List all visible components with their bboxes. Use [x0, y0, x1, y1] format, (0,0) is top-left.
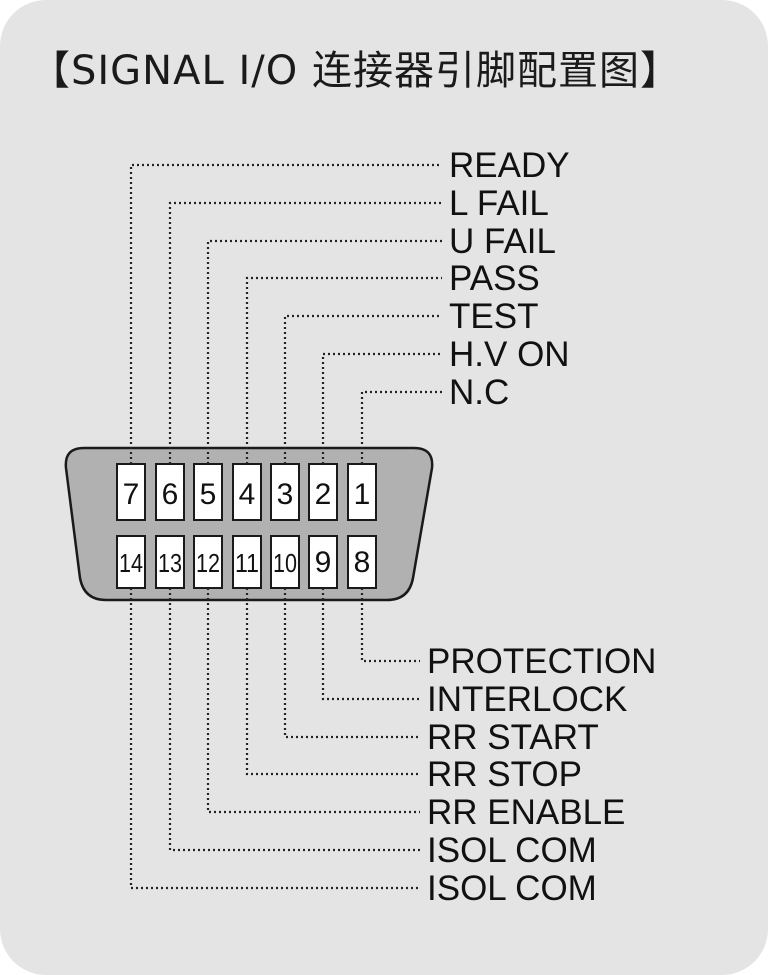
- pin-number-14: 14: [119, 548, 143, 578]
- lead-lines: [129, 163, 442, 890]
- lead-line-pin-11: [245, 588, 420, 776]
- signal-label-pin-14: ISOL COM: [427, 869, 597, 908]
- pin-number-1: 1: [354, 478, 371, 511]
- lead-line-pin-14: [129, 588, 420, 890]
- signal-label-pin-3: TEST: [449, 297, 538, 336]
- pin-number-8: 8: [354, 546, 371, 579]
- signal-label-pin-6: L FAIL: [449, 184, 549, 223]
- lead-line-pin-5: [206, 239, 442, 464]
- signal-label-pin-12: RR ENABLE: [427, 793, 625, 832]
- pin-number-9: 9: [315, 546, 332, 579]
- pin-number-11: 11: [235, 548, 259, 578]
- pin-number-5: 5: [200, 478, 217, 511]
- pin-box-12: [193, 535, 223, 589]
- signal-label-pin-7: READY: [449, 146, 570, 185]
- pin-box-2: [308, 463, 338, 521]
- lead-line-pin-6: [168, 201, 442, 464]
- pin-number-13: 13: [158, 548, 182, 578]
- lead-line-pin-10: [283, 588, 420, 739]
- pin-number-10: 10: [273, 548, 297, 578]
- pin-box-13: [155, 535, 185, 589]
- pin-number-2: 2: [315, 478, 332, 511]
- signal-label-pin-4: PASS: [449, 259, 540, 298]
- signal-label-pin-1: N.C: [449, 373, 509, 412]
- pin-number-6: 6: [162, 478, 179, 511]
- pin-box-14: [116, 535, 146, 589]
- signal-label-pin-13: ISOL COM: [427, 831, 597, 870]
- lead-line-pin-3: [283, 314, 442, 464]
- signal-label-pin-8: PROTECTION: [427, 642, 656, 681]
- pin-box-6: [155, 463, 185, 521]
- lead-line-pin-1: [360, 390, 442, 464]
- pin-number-4: 4: [239, 478, 256, 511]
- pin-number-7: 7: [123, 478, 140, 511]
- signal-label-pin-2: H.V ON: [449, 335, 570, 374]
- lead-line-pin-13: [168, 588, 420, 852]
- signal-label-pin-11: RR STOP: [427, 755, 582, 794]
- lead-line-pin-8: [360, 588, 420, 663]
- signal-label-pin-9: INTERLOCK: [427, 680, 627, 719]
- pin-box-9: [308, 535, 338, 589]
- lead-line-pin-7: [129, 163, 442, 464]
- lead-line-pin-9: [321, 588, 420, 701]
- signal-label-pin-5: U FAIL: [449, 222, 556, 261]
- lead-line-pin-4: [245, 276, 442, 464]
- lead-line-pin-2: [321, 352, 442, 464]
- lead-line-pin-12: [206, 588, 420, 814]
- pin-number-3: 3: [277, 478, 294, 511]
- signal-label-pin-10: RR START: [427, 718, 599, 757]
- page-title: 【SIGNAL I/O 连接器引脚配置图】: [30, 48, 681, 94]
- pin-number-12: 12: [196, 548, 220, 578]
- pin-box-1: [347, 463, 377, 521]
